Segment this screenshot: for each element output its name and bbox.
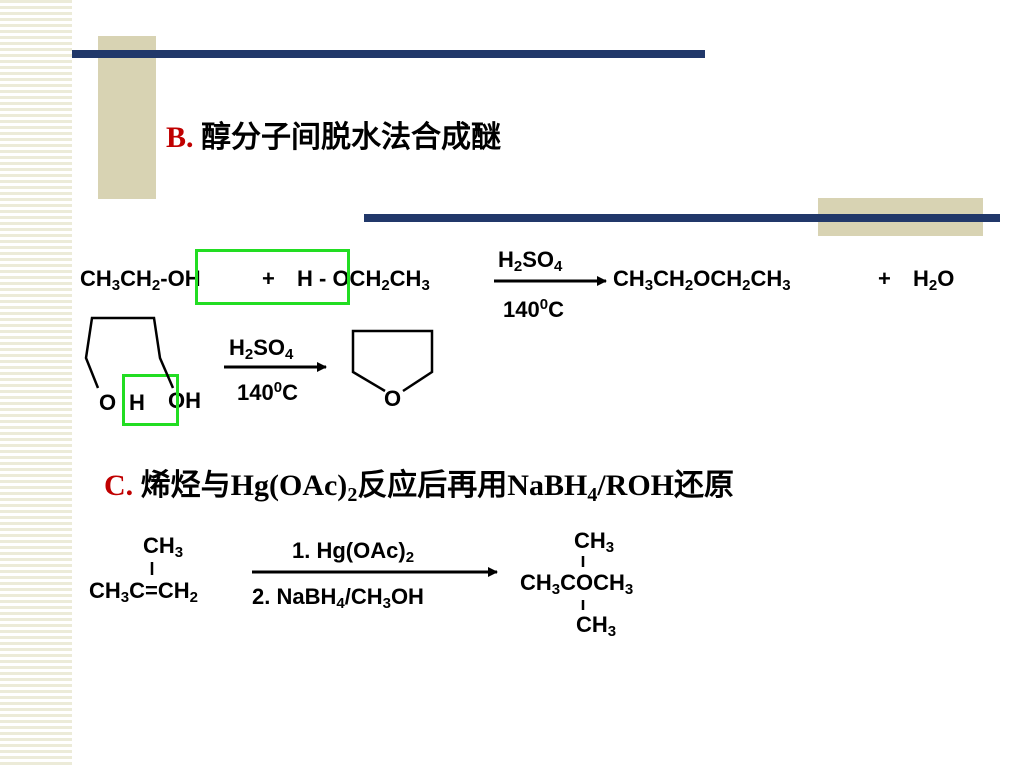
navy-bar-top xyxy=(72,50,705,58)
tan-block-top xyxy=(98,36,156,199)
diol-water-highlight xyxy=(122,374,179,426)
reactant-methyl-group: CH3 xyxy=(143,533,184,561)
reactant-ethanol-a: CH3CH2-OH xyxy=(80,266,201,294)
reaction-2-temperature: 1400C xyxy=(237,379,298,405)
diol-oxygen-label: O xyxy=(99,390,117,415)
product-diethyl-ether: CH3CH2OCH2CH3 xyxy=(613,266,791,294)
water-elimination-highlight xyxy=(195,249,350,305)
reaction-1-catalyst: H2SO4 xyxy=(498,247,563,275)
left-stripe-decoration xyxy=(0,0,72,768)
thf-oxygen-label: O xyxy=(384,386,402,411)
thf-ring-bonds xyxy=(351,329,434,393)
section-c-heading: C. 烯烃与Hg(OAc)2反应后再用NaBH4/ROH还原 xyxy=(104,469,734,506)
reactant-ethanol-b: H - OCH2CH3 xyxy=(297,266,430,294)
section-b-heading: B. 醇分子间脱水法合成醚 xyxy=(166,112,501,156)
product-methyl-bottom: CH3 xyxy=(576,612,617,640)
reaction-3-step-2: 2. NaBH4/CH3OH xyxy=(252,584,424,612)
navy-bar-middle xyxy=(364,214,1000,222)
reactant-isobutylene: CH3C=CH2 xyxy=(89,578,198,606)
reaction-3-step-1: 1. Hg(OAc)2 xyxy=(292,538,415,566)
product-methyl-top: CH3 xyxy=(574,528,615,556)
plus-sign-2: + xyxy=(878,266,891,291)
plus-sign-1: + xyxy=(262,266,275,291)
diol-hydroxyl-label: OH xyxy=(168,388,201,413)
section-b-title: 醇分子间脱水法合成醚 xyxy=(201,121,502,154)
product-tert-butyl-methyl-ether: CH3COCH3 xyxy=(520,570,634,598)
reaction-2-catalyst: H2SO4 xyxy=(229,335,294,363)
section-b-letter: B. xyxy=(166,121,194,154)
diol-hydrogen-label: H xyxy=(129,390,145,415)
section-c-letter: C. xyxy=(104,469,134,502)
reaction-1-temperature: 1400C xyxy=(503,296,564,322)
product-water: H2O xyxy=(913,266,955,294)
